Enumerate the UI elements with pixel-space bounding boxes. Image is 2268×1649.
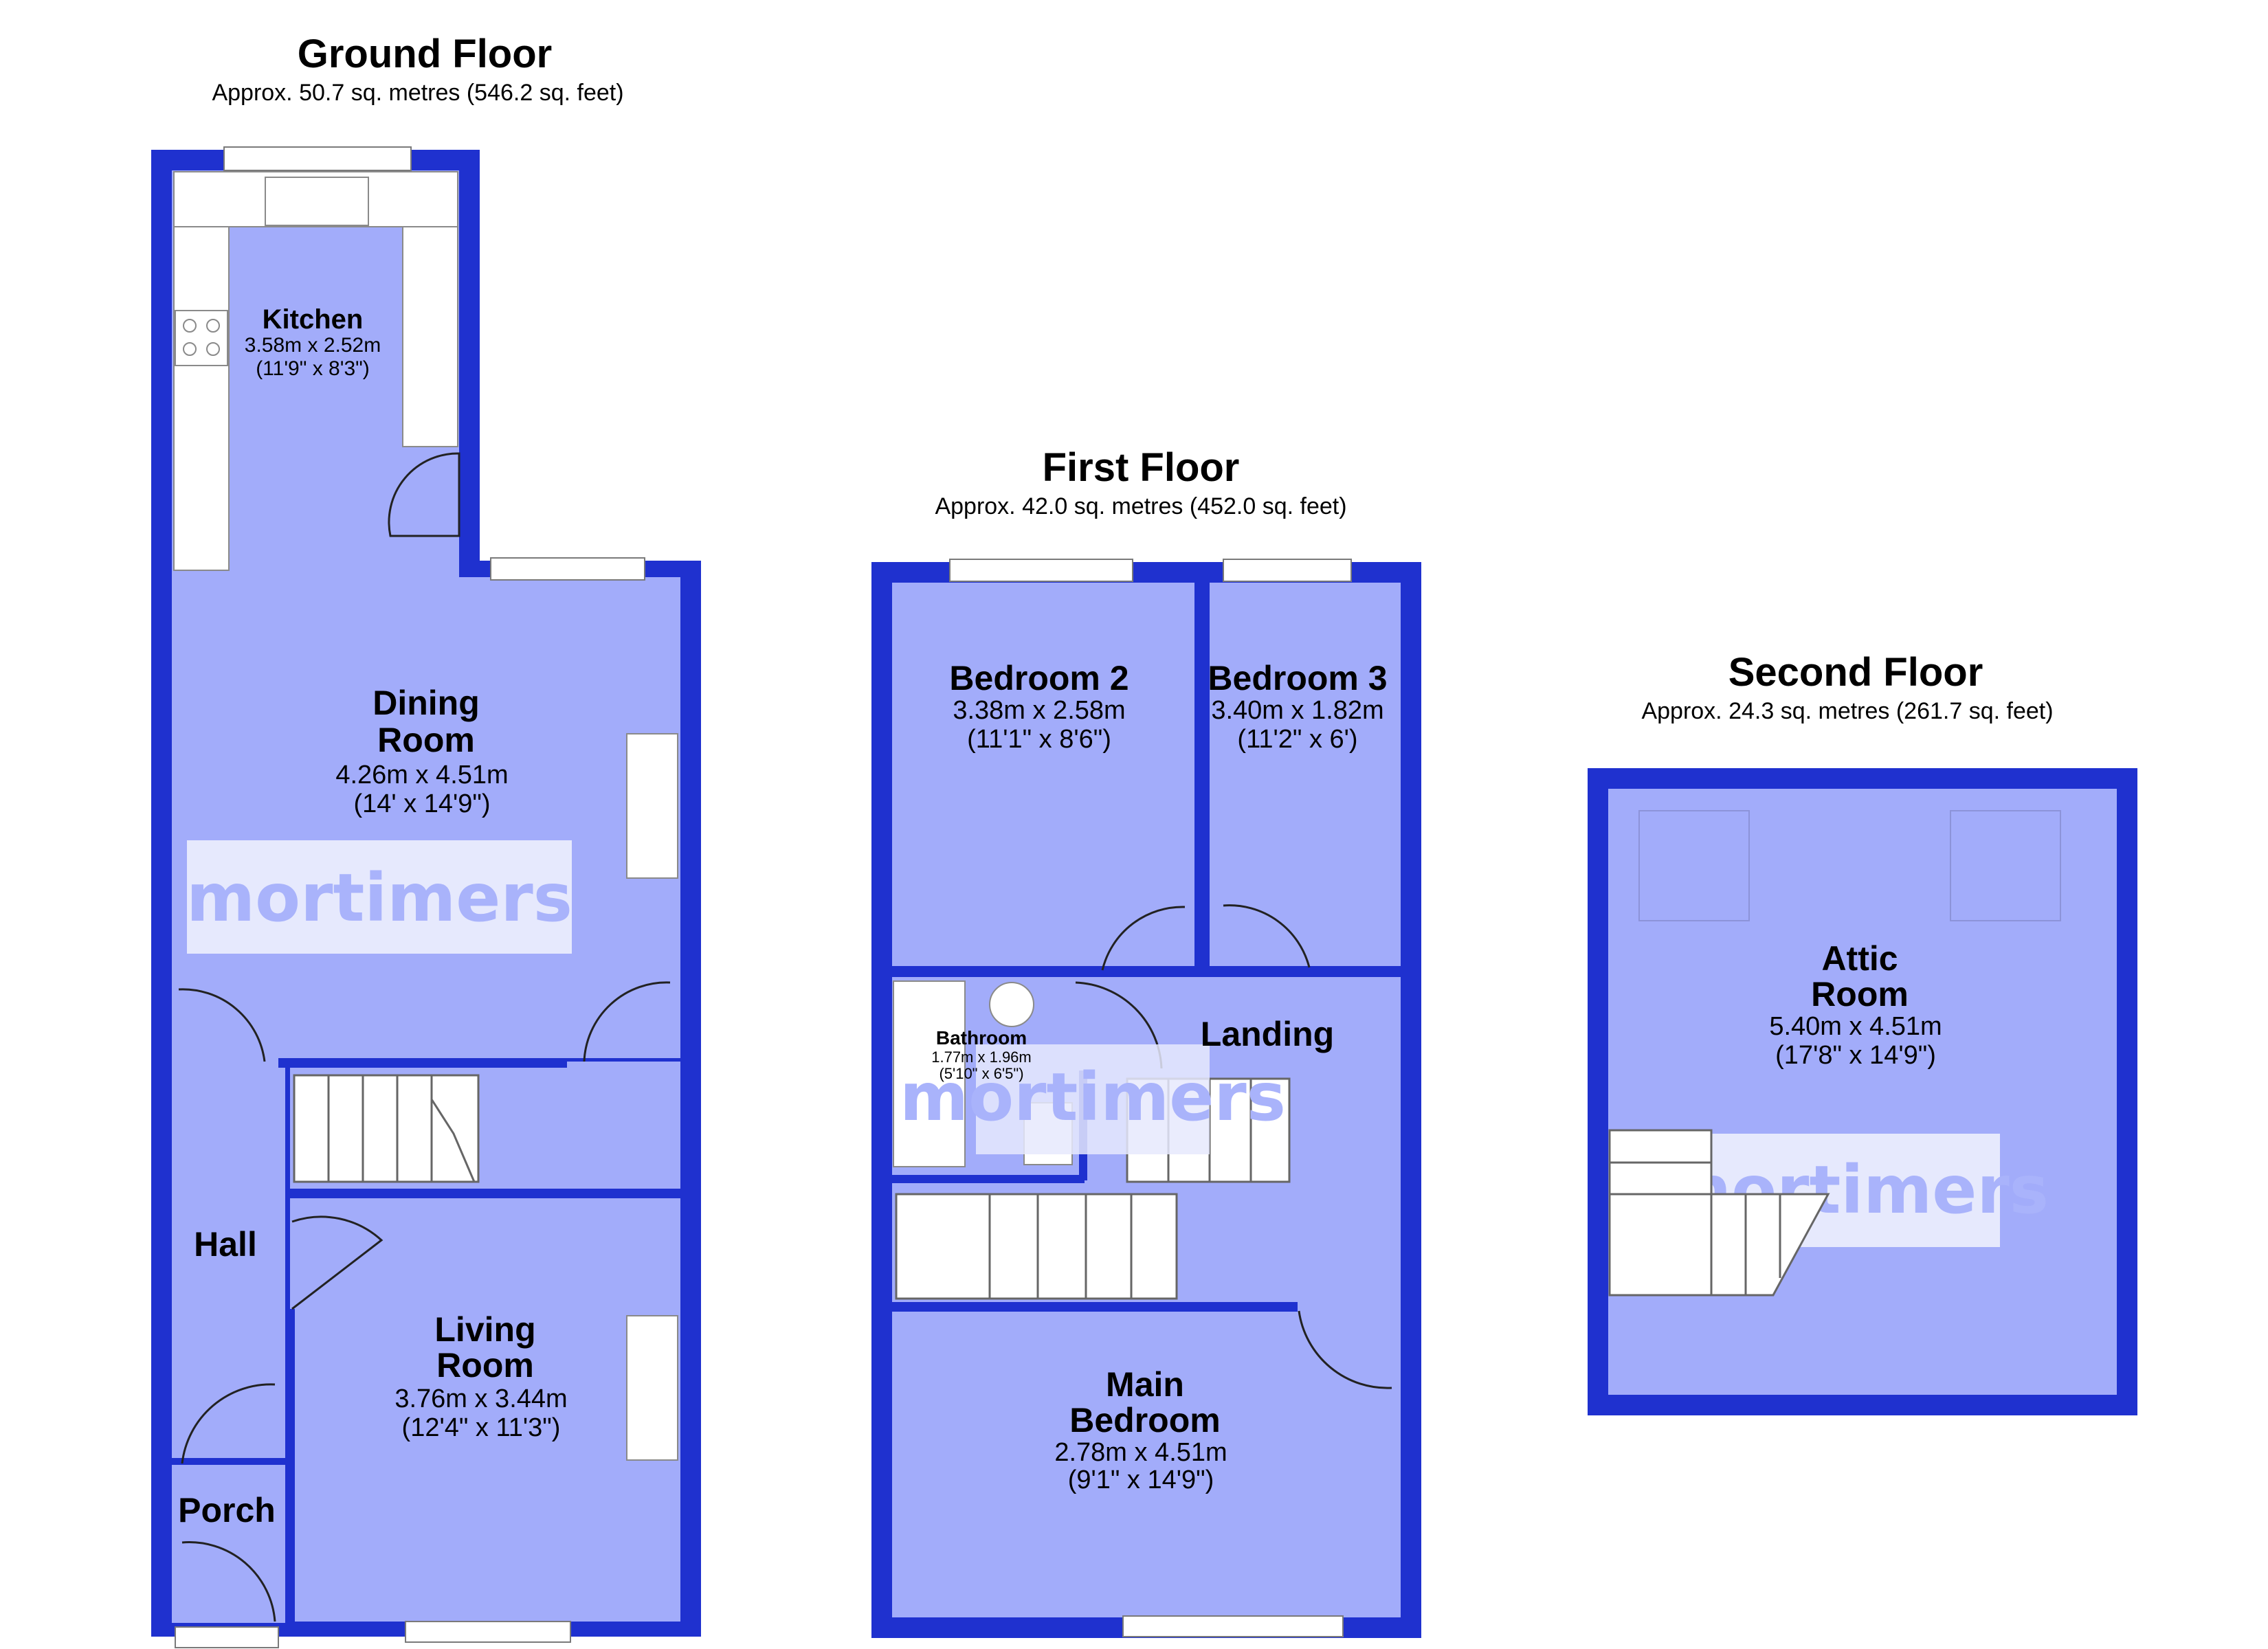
hob-icon [175, 310, 228, 366]
bedroom2-area [892, 583, 1194, 966]
bed2-bottom-wall [892, 966, 1098, 976]
bathroom-bottom-wall [892, 1175, 1085, 1183]
bed3-bottom-wall [1316, 966, 1401, 976]
watermark-box [187, 840, 572, 954]
dining-label-2: Room [377, 721, 475, 759]
toilet-icon [989, 982, 1034, 1027]
bedroom3-metric: 3.40m x 1.82m [1211, 696, 1383, 725]
dining-door2-icon [583, 981, 671, 1062]
first-floor-area: Approx. 42.0 sq. metres (452.0 sq. feet) [935, 493, 1346, 519]
hob-ring-icon [183, 342, 197, 356]
bath-icon [893, 980, 966, 1167]
porch-inner-door-icon [181, 1383, 276, 1464]
living-room-area [290, 1196, 680, 1622]
front-door-icon [181, 1541, 276, 1622]
attic-staircase-upper [1608, 1129, 1713, 1297]
bathroom-label: Bathroom [936, 1027, 1027, 1048]
living-left-wall [285, 1309, 295, 1623]
bedroom3-imperial: (11'2" x 6') [1237, 725, 1357, 754]
dining-label-1: Dining [373, 684, 480, 722]
attic-staircase-lower [1710, 1193, 1830, 1297]
living-label-1: Living [434, 1310, 535, 1349]
hall-label: Hall [194, 1225, 257, 1264]
main-bedroom-door-icon [1298, 1310, 1392, 1389]
watermark-box [976, 1044, 1210, 1154]
living-label-2: Room [436, 1346, 534, 1384]
dining-door-icon [178, 988, 266, 1062]
main-bedroom-metric: 2.78m x 4.51m [1054, 1438, 1227, 1467]
porch-label: Porch [178, 1491, 276, 1529]
main-bedroom-area [892, 1307, 1401, 1617]
porch-wall [172, 1458, 285, 1465]
porch-door-opening [175, 1626, 279, 1648]
main-bedroom-imperial: (9'1" x 14'9") [1068, 1466, 1214, 1494]
attic-metric: 5.40m x 4.51m [1769, 1012, 1942, 1041]
watermark-logo: mortimers [900, 1059, 1286, 1136]
hall-area [172, 1058, 285, 1623]
living-top-wall [285, 1189, 680, 1198]
first-staircase-lower [895, 1193, 1178, 1300]
bathroom-metric: 1.77m x 1.96m [931, 1048, 1032, 1066]
watermark-logo: mortimers [186, 860, 572, 936]
ground-floor-plan: mortimers [151, 146, 701, 1648]
bedroom3-area [1210, 583, 1401, 966]
main-bedroom-label-1: Main [1106, 1365, 1184, 1404]
kitchen-door-icon [388, 452, 460, 537]
main-bedroom-label-2: Bedroom [1069, 1401, 1220, 1439]
living-window [405, 1621, 571, 1643]
main-bedroom-window [1122, 1615, 1344, 1637]
dining-window [490, 557, 645, 581]
kitchen-window [223, 146, 412, 171]
bedroom2-imperial: (11'1" x 8'6") [967, 725, 1111, 754]
dining-chimney-breast [626, 733, 678, 879]
kitchen-worktop-right [402, 226, 458, 447]
skylight-icon [1950, 810, 2061, 921]
ground-floor-area: Approx. 50.7 sq. metres (546.2 sq. feet) [212, 80, 623, 106]
kitchen-metric: 3.58m x 2.52m [245, 334, 381, 357]
attic-imperial: (17'8" x 14'9") [1775, 1041, 1936, 1070]
dining-metric: 4.26m x 4.51m [335, 761, 508, 789]
bedroom3-label: Bedroom 3 [1208, 659, 1387, 697]
stair-arrow-icon [430, 1099, 476, 1182]
second-floor-area: Approx. 24.3 sq. metres (261.7 sq. feet) [1641, 698, 2053, 724]
bedroom3-door-icon [1223, 904, 1311, 968]
second-floor-plan: mortimers [1588, 768, 2137, 1415]
dining-room-area [172, 577, 680, 1058]
dining-imperial: (14' x 14'9") [353, 789, 490, 818]
sink-icon [265, 177, 369, 226]
landing-label: Landing [1201, 1015, 1334, 1053]
first-floor-plan: mortimers [871, 559, 1421, 1638]
bed2-bed3-wall [1194, 583, 1210, 974]
bedroom2-door-icon [1101, 906, 1186, 971]
bathroom-imperial: (5'10" x 6'5") [939, 1065, 1023, 1082]
bedroom3-window [1223, 559, 1352, 582]
skylight-icon [1638, 810, 1750, 921]
hob-ring-icon [183, 319, 197, 333]
bedroom2-label: Bedroom 2 [949, 659, 1129, 697]
main-bed-top-wall [892, 1302, 1298, 1312]
attic-label-2: Room [1811, 975, 1909, 1013]
living-chimney-breast [626, 1315, 678, 1461]
ground-floor-title: Ground Floor [298, 32, 553, 76]
hob-ring-icon [206, 342, 220, 356]
bedroom2-metric: 3.38m x 2.58m [953, 696, 1125, 725]
kitchen-imperial: (11'9" x 8'3") [256, 357, 370, 380]
living-metric: 3.76m x 3.44m [394, 1384, 567, 1413]
kitchen-label: Kitchen [263, 304, 364, 335]
attic-room-area [1608, 789, 2117, 1395]
bedroom2-window [949, 559, 1133, 582]
kitchen-worktop-left [173, 226, 230, 571]
attic-label-1: Attic [1821, 939, 1898, 978]
first-floor-title: First Floor [1043, 445, 1240, 490]
second-floor-title: Second Floor [1728, 650, 1983, 695]
hob-ring-icon [206, 319, 220, 333]
living-imperial: (12'4" x 11'3") [402, 1413, 561, 1442]
living-door-icon [291, 1215, 383, 1310]
dining-hall-wall [278, 1058, 567, 1068]
